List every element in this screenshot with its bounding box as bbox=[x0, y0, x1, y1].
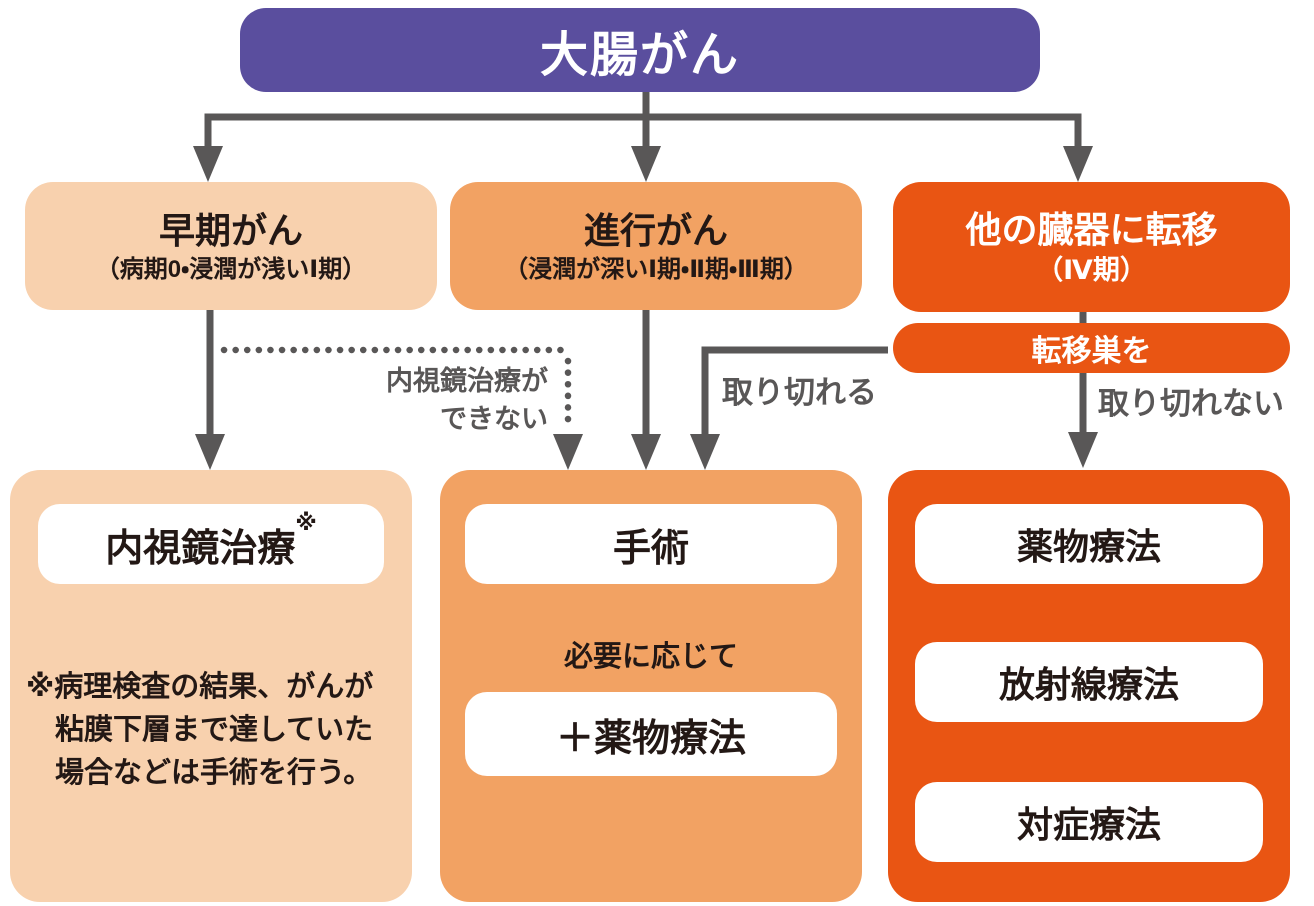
root-node-colorectal-cancer: 大腸がん bbox=[240, 8, 1040, 92]
treatment-endoscopy-chip: 内視鏡治療※ bbox=[38, 504, 384, 584]
treatment-drug-therapy-label: 薬物療法 bbox=[1016, 526, 1161, 567]
branch-early-cancer: 早期がん （病期0・浸潤が浅いⅠ期） bbox=[25, 182, 437, 310]
treatment-drug-addon-chip: ＋薬物療法 bbox=[465, 692, 837, 776]
metastasis-condition-bar: 転移巣を bbox=[893, 323, 1290, 373]
metastasis-condition-label: 転移巣を bbox=[1031, 335, 1152, 368]
early-cancer-title: 早期がん bbox=[158, 209, 303, 251]
arrowhead-cannot-endoscopy-icon bbox=[553, 434, 583, 470]
metastasis-title: 他の臓器に転移 bbox=[965, 208, 1218, 250]
edge-label-resectable: 取り切れる bbox=[722, 375, 877, 410]
arrowhead-resectable-surgery-icon bbox=[690, 434, 720, 470]
branch-metastasis: 他の臓器に転移 （Ⅳ期） bbox=[893, 182, 1290, 312]
panel-unresectable-treatments: 薬物療法 放射線療法 対症療法 bbox=[888, 470, 1290, 902]
treatment-drug-addon-label: ＋薬物療法 bbox=[555, 717, 746, 760]
arrowhead-to-endoscopy-icon bbox=[195, 434, 225, 470]
surgery-conditional-label: 必要に応じて bbox=[563, 641, 738, 673]
edge-label-unresectable: 取り切れない bbox=[1098, 386, 1284, 421]
metastasis-stage: （Ⅳ期） bbox=[1036, 254, 1147, 285]
panel-surgery: 手術 必要に応じて ＋薬物療法 bbox=[440, 470, 862, 902]
arrowhead-unresectable-icon bbox=[1068, 432, 1098, 468]
endoscopy-footnote-line3: 場合などは手術を行う。 bbox=[55, 757, 373, 789]
resectable-elbow-line bbox=[701, 346, 888, 438]
treatment-drug-therapy-chip: 薬物療法 bbox=[915, 504, 1263, 584]
treatment-symptomatic-chip: 対症療法 bbox=[915, 782, 1263, 862]
arrowhead-advanced-surgery-icon bbox=[631, 434, 661, 470]
arrowhead-to-metastasis-icon bbox=[1063, 146, 1093, 182]
cannot-endoscopy-line1: 内視鏡治療が bbox=[386, 366, 548, 396]
panel-endoscopic-treatment: 内視鏡治療※ ※病理検査の結果、がんが 粘膜下層まで達していた 場合などは手術を… bbox=[10, 470, 412, 902]
cannot-endoscopy-line2: できない bbox=[440, 404, 548, 434]
endoscopy-note-mark: ※ bbox=[295, 510, 317, 535]
edge-label-cannot-endoscopy: 内視鏡治療が できない bbox=[386, 362, 548, 438]
advanced-cancer-title: 進行がん bbox=[583, 209, 728, 251]
early-cancer-stage: （病期0・浸潤が浅いⅠ期） bbox=[95, 255, 367, 283]
endoscopy-footnote-line1: ※病理検査の結果、がんが bbox=[26, 671, 374, 703]
treatment-surgery-label: 手術 bbox=[612, 527, 689, 570]
root-title: 大腸がん bbox=[539, 29, 740, 82]
endoscopy-footnote-line2: 粘膜下層まで達していた bbox=[55, 714, 374, 746]
endoscopy-footnote: ※病理検査の結果、がんが 粘膜下層まで達していた 場合などは手術を行う。 bbox=[26, 666, 406, 795]
advanced-cancer-stage: （浸潤が深いⅠ期・Ⅱ期・Ⅲ期） bbox=[504, 255, 808, 283]
treatment-surgery-chip: 手術 bbox=[465, 504, 837, 584]
arrowhead-to-advanced-icon bbox=[631, 146, 661, 182]
treatment-symptomatic-label: 対症療法 bbox=[1016, 804, 1161, 845]
arrowhead-to-early-icon bbox=[193, 146, 223, 182]
branch-advanced-cancer: 進行がん （浸潤が深いⅠ期・Ⅱ期・Ⅲ期） bbox=[450, 182, 862, 310]
treatment-radiation-chip: 放射線療法 bbox=[915, 642, 1263, 722]
treatment-radiation-label: 放射線療法 bbox=[998, 664, 1179, 705]
treatment-endoscopy-label: 内視鏡治療 bbox=[105, 527, 296, 570]
